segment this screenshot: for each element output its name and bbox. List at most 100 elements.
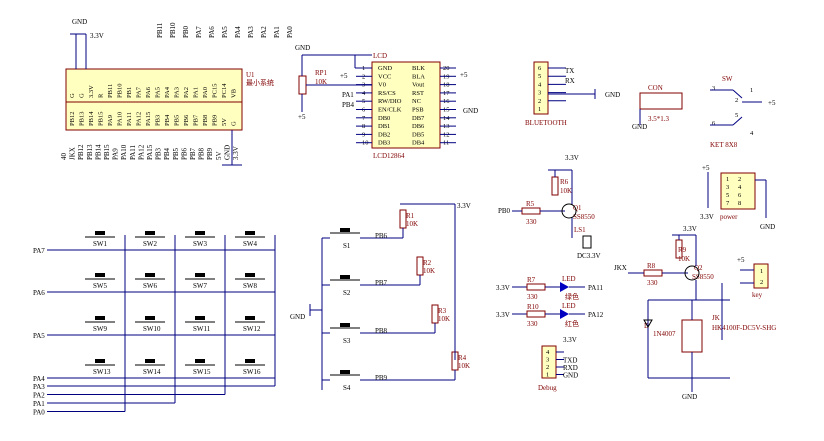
sw-pin-1: 2 bbox=[735, 97, 738, 104]
buzzer-speaker bbox=[582, 235, 592, 249]
key-label-8: SW9 bbox=[93, 325, 108, 333]
lcd-right-pin-7: DB6 bbox=[412, 123, 425, 130]
mcu-top-net-12: PA0 bbox=[286, 26, 294, 38]
btn-cap-2 bbox=[340, 323, 350, 327]
mcu-top-pin-0: G bbox=[69, 93, 76, 98]
key-cap-13 bbox=[145, 359, 155, 363]
mcu-top-pin-4: PB11 bbox=[107, 84, 114, 98]
sw-label: SW bbox=[722, 75, 733, 83]
lcd-left-pin-8: DB2 bbox=[378, 131, 390, 138]
dc-jack bbox=[639, 92, 683, 110]
lcd-left-num-7: 8 bbox=[362, 123, 365, 130]
key-cap-6 bbox=[195, 273, 205, 277]
kp-row-label-3: PA4 bbox=[33, 375, 45, 383]
lcd-right-pin-4: NC bbox=[412, 98, 421, 105]
key-cap-4 bbox=[95, 273, 105, 277]
key-label-6: SW7 bbox=[193, 282, 208, 290]
key-label-0: SW1 bbox=[93, 240, 108, 248]
btn-net-2: PB8 bbox=[375, 327, 388, 335]
buzzer-circuit: PB0 R5 330 R6 10K Q1 SS8550 LS1 3.3V DC3… bbox=[498, 154, 601, 260]
mcu-bottom-net-10: PA15 bbox=[146, 144, 154, 160]
mcu-top-pin-2: 3.3V bbox=[88, 85, 95, 98]
lcd-net-gnd: GND bbox=[295, 44, 310, 52]
lcd-left-pin-0: GND bbox=[378, 65, 392, 72]
lcd-right-pin-6: DB7 bbox=[412, 115, 425, 122]
mcu-bottom-pin-11: PB5 bbox=[174, 115, 181, 126]
bt-pin-4: 2 bbox=[538, 98, 541, 105]
r8-val: 330 bbox=[647, 279, 658, 287]
led-color-1: 红色 bbox=[565, 319, 579, 328]
mcu-bottom-pin-6: PA11 bbox=[126, 112, 133, 126]
r6-val: 10K bbox=[560, 187, 572, 195]
key-pin-2: 2 bbox=[760, 279, 763, 286]
key-cap-10 bbox=[195, 316, 205, 320]
mcu-bottom-pin-15: PB9 bbox=[212, 115, 219, 126]
pwr-num-6: 7 bbox=[726, 200, 730, 207]
q2-part: SS8550 bbox=[692, 273, 714, 281]
mcu-bottom-net-18: 5V bbox=[215, 151, 223, 160]
mcu-top-pin-7: PA7 bbox=[136, 86, 143, 98]
pot-ref: RP1 bbox=[315, 69, 328, 77]
sw-net-gnd: GND bbox=[632, 123, 647, 131]
btn-res-ref-3: R4 bbox=[458, 354, 467, 362]
mcu-bottom-net-11: PB3 bbox=[155, 147, 163, 160]
lcd-left-pin-5: EN/CLK bbox=[378, 107, 402, 114]
mcu-name: 最小系统 bbox=[246, 78, 274, 87]
mcu-top-net-10: PA2 bbox=[260, 26, 268, 38]
lcd-right-pin-8: DB5 bbox=[412, 131, 424, 138]
debug-pin-1: 3 bbox=[546, 357, 549, 364]
mcu-bottom-pin-0: PB12 bbox=[69, 112, 76, 126]
mcu-bottom-pin-3: PB15 bbox=[98, 112, 105, 126]
key-cap-14 bbox=[195, 359, 205, 363]
led-res-val-0: 330 bbox=[527, 293, 538, 301]
debug-net-2: RXD bbox=[563, 364, 578, 372]
pwr-net-gnd: GND bbox=[760, 223, 775, 231]
mcu-top-pin-15: PC15 bbox=[212, 84, 219, 98]
relay-supply: 3.3V bbox=[683, 225, 697, 233]
debug-label: Debug bbox=[538, 384, 557, 392]
relay-coil bbox=[681, 319, 703, 353]
led-res-ref-1: R10 bbox=[527, 303, 539, 311]
led-res-val-1: 330 bbox=[527, 320, 538, 328]
lcd-net-5v-3: +5 bbox=[460, 71, 468, 79]
lcd-right-pin-3: RST bbox=[412, 90, 424, 97]
mcu-bottom-net-16: PB8 bbox=[198, 147, 206, 160]
key-label-9: SW10 bbox=[143, 325, 161, 333]
pwr-num-0: 1 bbox=[726, 176, 729, 183]
r8 bbox=[643, 269, 663, 277]
key-label-10: SW11 bbox=[193, 325, 211, 333]
mcu-bottom-net-19: GND bbox=[223, 145, 231, 160]
pot-value: 10K bbox=[315, 78, 327, 86]
kp-col-label-2: PA1 bbox=[33, 400, 45, 408]
lcd-net-gnd-2: GND bbox=[463, 107, 478, 115]
kp-row-label-1: PA6 bbox=[33, 289, 45, 297]
lcd-left-pin-1: VCC bbox=[378, 73, 391, 80]
pwr-num-4: 5 bbox=[726, 192, 729, 199]
mcu-top-net-1: 3.3V bbox=[90, 32, 104, 40]
lcd-left-pin-6: DB0 bbox=[378, 115, 390, 122]
lcd-right-pin-5: PSB bbox=[412, 107, 424, 114]
debug-pin-2: 2 bbox=[546, 364, 549, 371]
pwr-net-5v: +5 bbox=[702, 164, 710, 172]
btn-name-0: S1 bbox=[343, 242, 351, 250]
mcu-bottom-net-13: PB5 bbox=[172, 147, 180, 160]
mcu-top-net-5: PA7 bbox=[195, 26, 203, 38]
power-label: power bbox=[720, 213, 738, 221]
key-label: key bbox=[752, 291, 763, 299]
sw-part: KET 8X8 bbox=[710, 141, 738, 149]
mcu-top-pin-13: PA1 bbox=[193, 87, 200, 98]
lcd-part: LCD12864 bbox=[373, 152, 405, 160]
mcu-top-net-7: PA5 bbox=[221, 26, 229, 38]
mcu-bottom-net-7: PA10 bbox=[120, 144, 128, 160]
mcu-bottom-pin-14: PB8 bbox=[202, 115, 209, 126]
mcu-bottom-pin-8: PA15 bbox=[145, 112, 152, 126]
